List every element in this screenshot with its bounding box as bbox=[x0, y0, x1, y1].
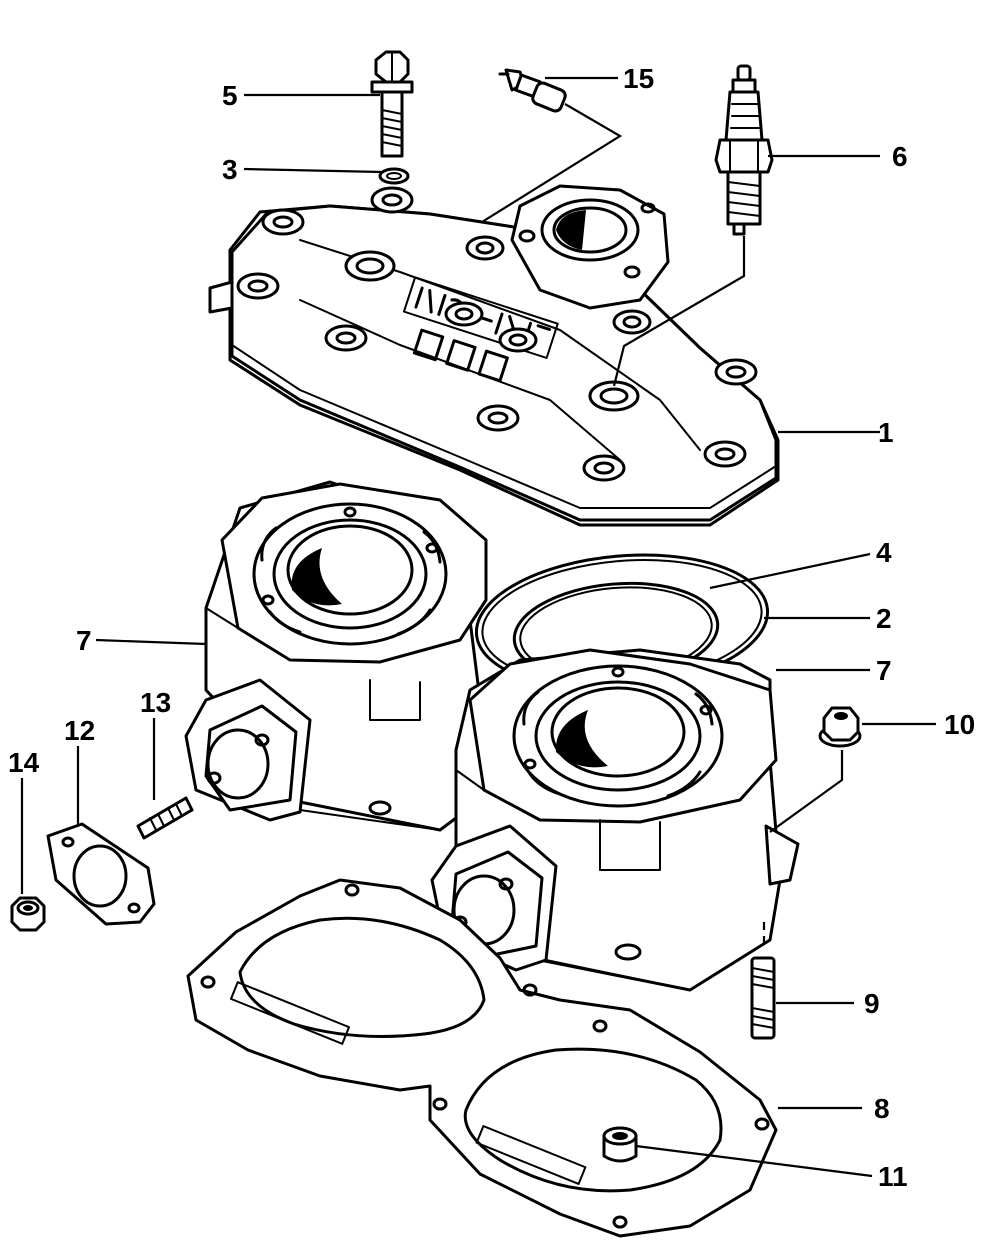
callout-8: 8 bbox=[874, 1093, 890, 1124]
callout-7-left: 7 bbox=[76, 625, 92, 656]
cylinder-head bbox=[208, 184, 780, 527]
callout-4: 4 bbox=[876, 537, 892, 568]
flange-nut-right bbox=[818, 706, 862, 748]
callout-6: 6 bbox=[892, 141, 908, 172]
temperature-sensor bbox=[498, 68, 567, 113]
stud bbox=[750, 956, 776, 1040]
callout-11: 11 bbox=[878, 1161, 908, 1192]
callout-3: 3 bbox=[222, 154, 238, 185]
leader-lines bbox=[20, 76, 936, 1178]
washer bbox=[378, 167, 410, 185]
callout-10: 10 bbox=[944, 709, 975, 740]
callout-1: 1 bbox=[878, 417, 894, 448]
callout-12: 12 bbox=[64, 715, 95, 746]
callout-2: 2 bbox=[876, 603, 892, 634]
callout-5: 5 bbox=[222, 80, 238, 111]
cylinder-left bbox=[184, 480, 488, 832]
callout-15: 15 bbox=[623, 63, 654, 94]
callout-labels: 5 3 15 6 1 4 2 7 7 10 13 12 14 9 8 11 bbox=[8, 63, 975, 1192]
callout-13: 13 bbox=[140, 687, 171, 718]
callout-14: 14 bbox=[8, 747, 40, 778]
dowel-pin bbox=[602, 1126, 638, 1163]
callout-9: 9 bbox=[864, 988, 880, 1019]
spark-plug bbox=[714, 64, 774, 236]
exhaust-stud bbox=[136, 796, 194, 840]
head-bolt bbox=[370, 50, 414, 158]
exhaust-gasket bbox=[46, 822, 156, 926]
callout-7-right: 7 bbox=[876, 655, 892, 686]
cylinder-right bbox=[430, 648, 800, 992]
nut-left bbox=[10, 896, 46, 932]
